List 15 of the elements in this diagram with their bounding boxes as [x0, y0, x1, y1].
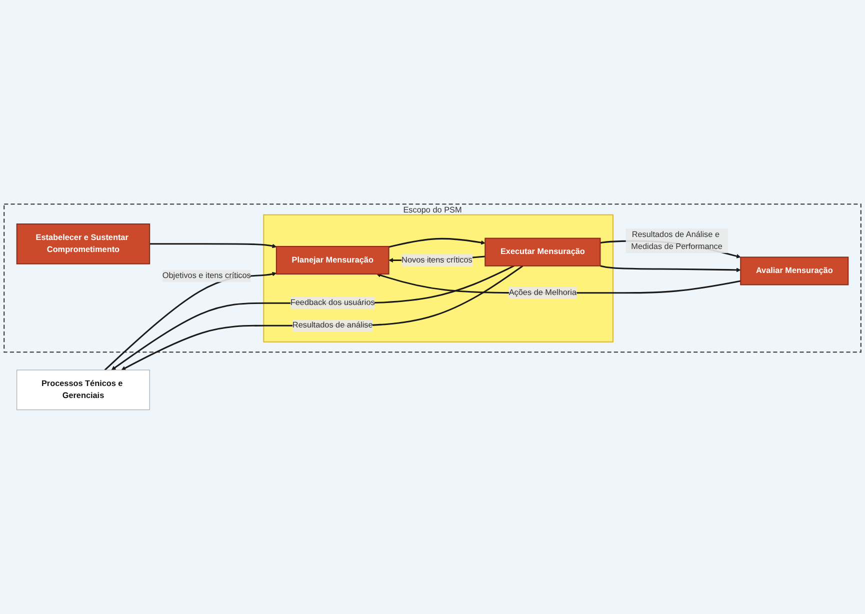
node-box: Avaliar Mensuração — [740, 256, 849, 286]
edge-label: Resultados de Análise e Medidas de Performance — [631, 230, 722, 252]
node-box: Executar Mensuração — [484, 238, 601, 266]
node-box: Processos Ténicos e Gerenciais — [16, 370, 150, 410]
edge-label: Resultados de análise — [292, 321, 373, 330]
edge-label: Feedback dos usuários — [290, 298, 375, 308]
edge-label: Ações de Melhoria — [508, 288, 577, 298]
arrow — [388, 238, 486, 248]
arrow — [150, 243, 277, 248]
arrow — [600, 265, 741, 272]
cluster — [263, 214, 614, 342]
edge-label: Novos itens críticos — [402, 256, 472, 264]
node-box: Estabelecer e Sustentar Comprometimento — [16, 224, 150, 264]
edge-label: Objetivos e itens críticos — [162, 272, 251, 280]
node-box: Planejar Mensuração — [276, 246, 390, 275]
